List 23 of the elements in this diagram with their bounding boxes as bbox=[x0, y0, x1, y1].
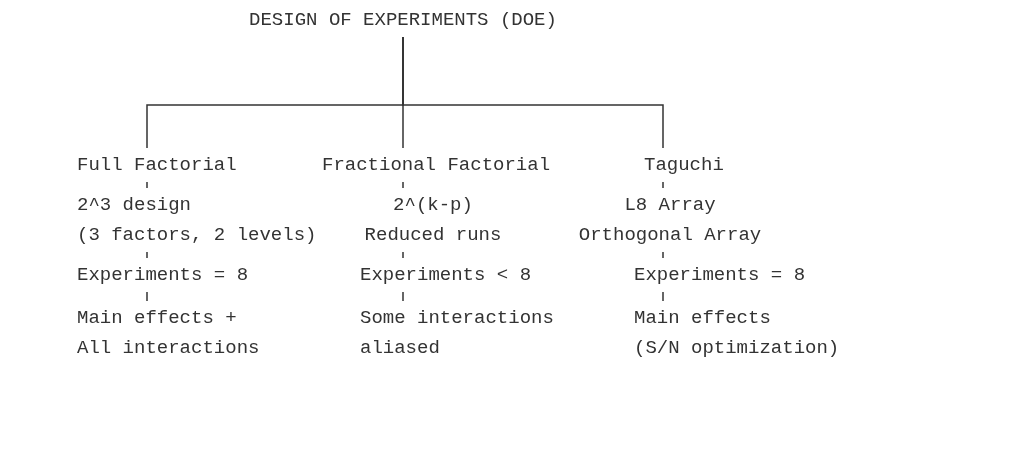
tree-root-label: DESIGN OF EXPERIMENTS (DOE) bbox=[223, 5, 583, 35]
tree-node-label: Experiments = 8 bbox=[77, 260, 277, 290]
tree-node-label: Experiments = 8 bbox=[634, 260, 834, 290]
connector-line bbox=[402, 181, 404, 189]
tree-node-label: Fractional Factorial bbox=[322, 150, 562, 180]
tree-node-label: Full Factorial bbox=[77, 150, 277, 180]
connector-line bbox=[402, 291, 404, 302]
connector-line bbox=[146, 291, 148, 302]
tree-node-label: Some interactions aliased bbox=[360, 303, 580, 363]
tree-node-label: Experiments < 8 bbox=[360, 260, 560, 290]
tree-node-label: Main effects + All interactions bbox=[77, 303, 307, 363]
tree-node-label: 2^3 design (3 factors, 2 levels) bbox=[77, 190, 327, 250]
connector-line bbox=[662, 181, 664, 189]
tree-node-label: 2^(k-p) Reduced runs bbox=[358, 190, 508, 250]
connector-line bbox=[402, 251, 404, 259]
connector-line bbox=[402, 36, 664, 149]
tree-node-label: L8 Array Orthogonal Array bbox=[565, 190, 775, 250]
connector-line bbox=[146, 251, 148, 259]
connector-line bbox=[146, 181, 148, 189]
connector-line bbox=[662, 251, 664, 259]
tree-node-label: Main effects (S/N optimization) bbox=[634, 303, 864, 363]
connector-line bbox=[662, 291, 664, 302]
tree-node-label: Taguchi bbox=[644, 150, 764, 180]
